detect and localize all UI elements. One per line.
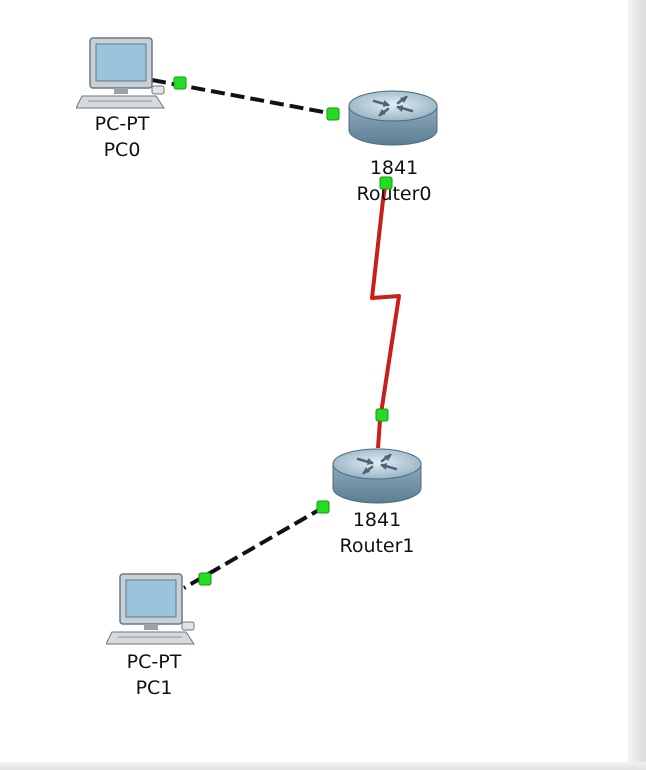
link-indicator-router0-serial [379, 176, 393, 190]
canvas-bottom-edge [0, 762, 646, 770]
router1-name-label: Router1 [339, 535, 415, 557]
link-router0-router1[interactable] [370, 179, 401, 449]
link-router1-pc1[interactable] [182, 505, 326, 590]
router0-device[interactable] [346, 88, 440, 150]
pc-icon [75, 37, 165, 109]
router-icon [348, 90, 438, 146]
pc1-device[interactable] [105, 572, 198, 648]
pc1-model-label: PC-PT [126, 651, 182, 673]
link-indicator-router1-serial [375, 408, 389, 422]
router1-device[interactable] [330, 446, 424, 508]
pc0-name-label: PC0 [103, 139, 141, 161]
link-indicator-router1-eth [316, 500, 330, 514]
link-indicator-router0-eth [326, 107, 340, 121]
pc1-name-label: PC1 [135, 677, 173, 699]
link-indicator-pc0 [173, 76, 187, 90]
router1-model-label: 1841 [352, 509, 402, 531]
router-icon [332, 448, 422, 504]
canvas-right-edge [628, 0, 646, 770]
pc0-device[interactable] [75, 36, 168, 112]
router0-name-label: Router0 [356, 183, 432, 205]
pc-icon [105, 573, 195, 645]
router0-model-label: 1841 [369, 157, 419, 179]
pc0-model-label: PC-PT [94, 113, 150, 135]
link-indicator-pc1 [198, 572, 212, 586]
